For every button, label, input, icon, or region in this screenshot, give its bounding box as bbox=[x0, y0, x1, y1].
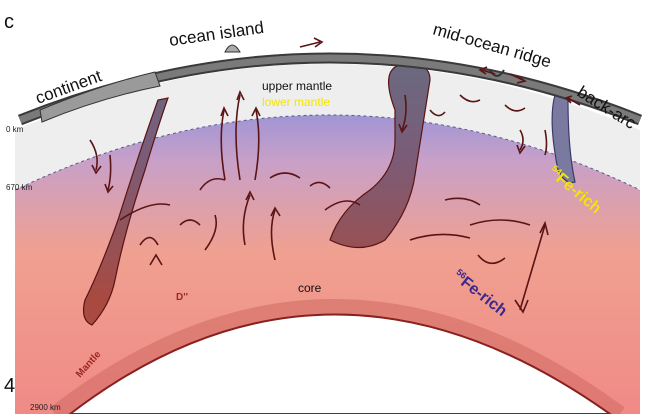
label-lower-mantle: lower mantle bbox=[262, 95, 330, 109]
label-depth-0: 0 km bbox=[6, 125, 24, 134]
label-depth-670: 670 km bbox=[6, 183, 33, 192]
ocean-island-bump bbox=[225, 45, 240, 52]
stray-char-bottom: 4 bbox=[4, 375, 15, 397]
label-d-double-prime: D'' bbox=[176, 292, 188, 303]
label-depth-2900: 2900 km bbox=[30, 403, 61, 412]
stray-char-top: c bbox=[4, 11, 14, 33]
label-core: core bbox=[298, 281, 322, 295]
label-upper-mantle: upper mantle bbox=[262, 79, 332, 93]
label-ocean-island: ocean island bbox=[168, 18, 265, 50]
